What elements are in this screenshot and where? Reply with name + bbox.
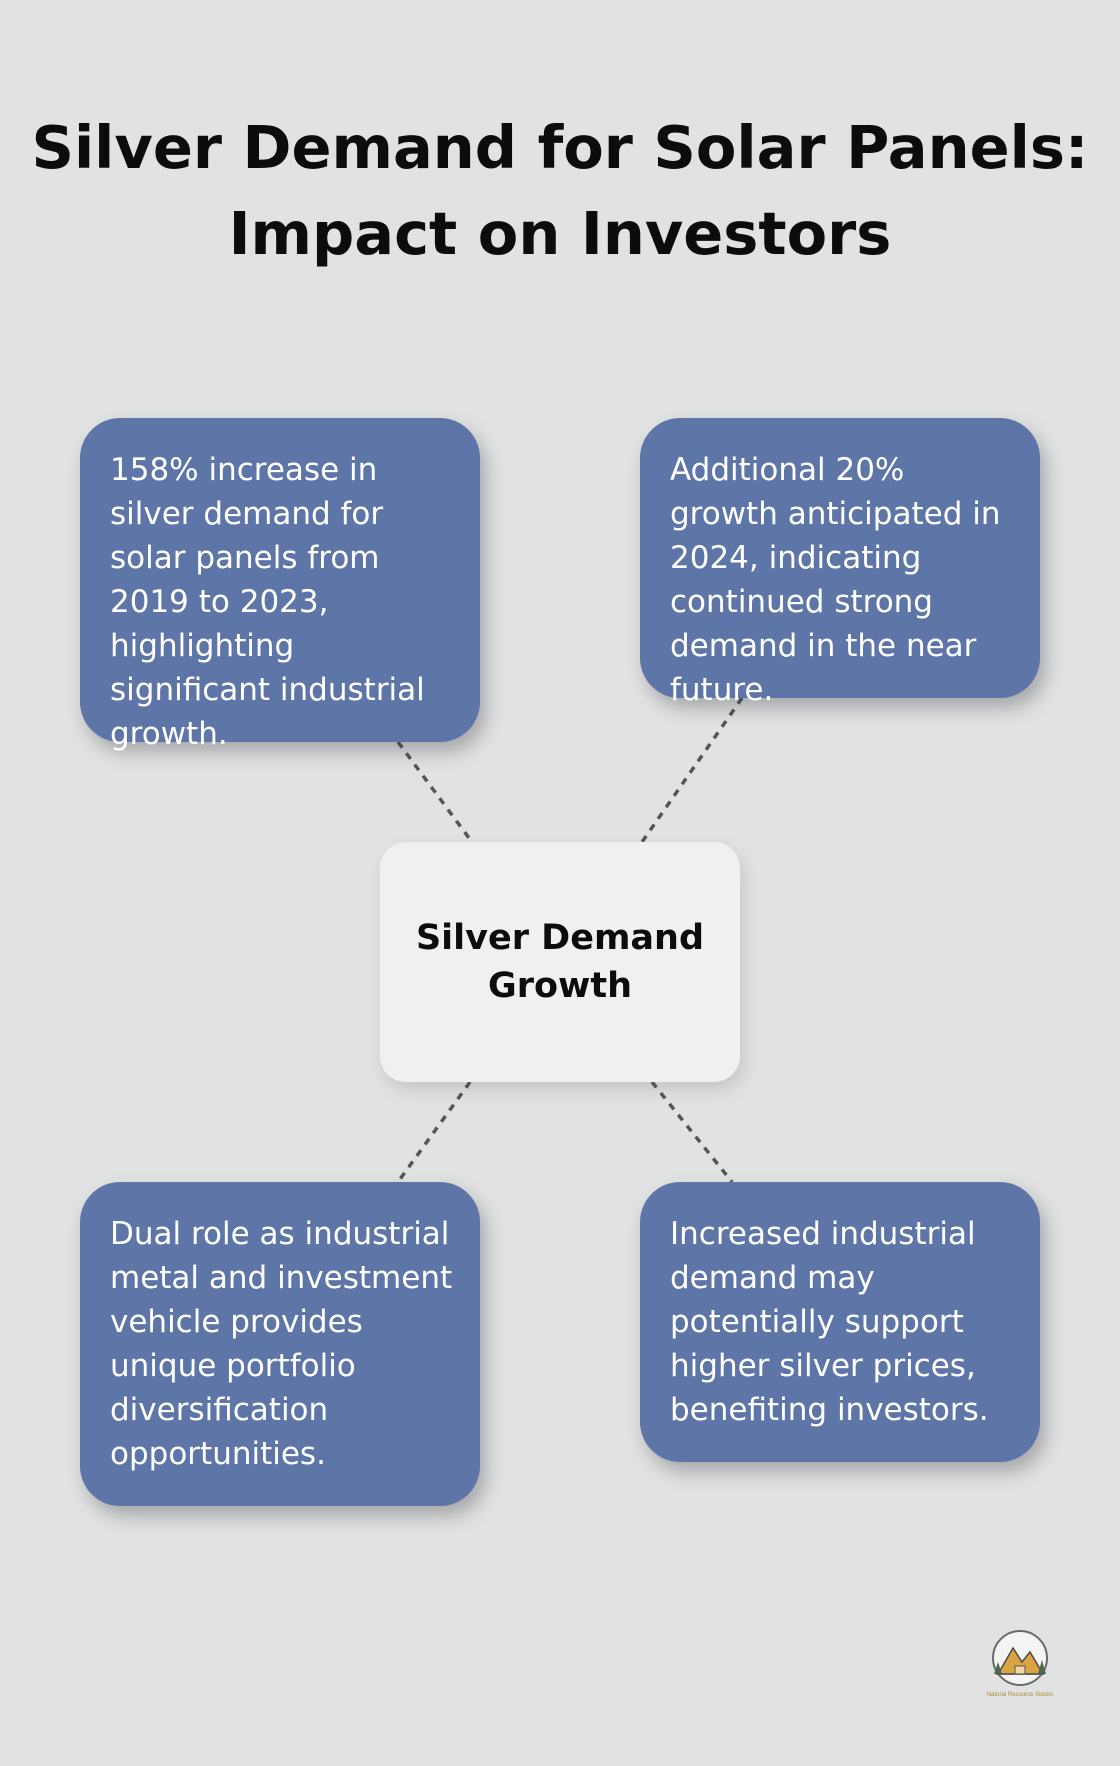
card-top-right: Additional 20% growth anticipated in 202… (640, 418, 1040, 708)
page-title: Silver Demand for Solar Panels: Impact o… (30, 105, 1090, 277)
connector-bottom-right (650, 1080, 734, 1184)
connector-top-right (640, 697, 744, 843)
mountain-forest-logo-icon: Natural Resource Stocks (987, 1630, 1053, 1698)
connector-bottom-left (396, 1080, 472, 1184)
logo-text: Natural Resource Stocks (987, 1692, 1053, 1698)
connector-top-left (396, 740, 474, 844)
card-bottom-left: Dual role as industrial metal and invest… (80, 1182, 480, 1506)
card-bottom-right: Increased industrial demand may potentia… (640, 1182, 1040, 1462)
card-top-left: 158% increase in silver demand for solar… (80, 418, 480, 752)
page-title-line-2: Impact on Investors (228, 199, 892, 268)
page-title-line-1: Silver Demand for Solar Panels: (31, 113, 1089, 182)
center-node-label: Silver Demand Growth (415, 918, 705, 1006)
center-node: Silver Demand Growth (380, 842, 740, 1082)
